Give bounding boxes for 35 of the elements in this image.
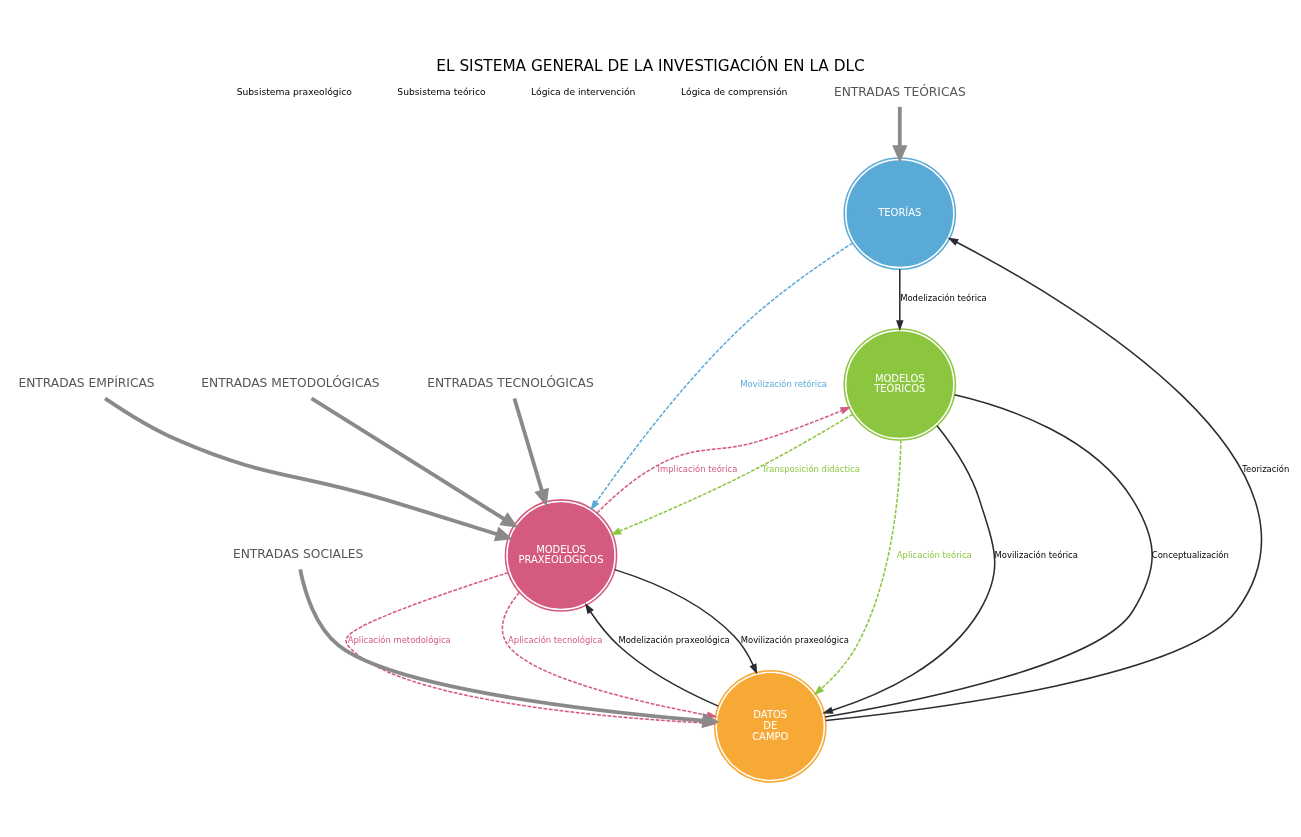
arrow (590, 241, 854, 511)
edge-label: Teorización (1242, 463, 1290, 474)
node-text: ENTRADAS EMPÍRICAS (18, 375, 155, 390)
node-text: ENTRADAS METODOLÓGICAS (201, 375, 380, 390)
arrow (584, 602, 720, 707)
edge-label: Implicación teórica (657, 463, 738, 474)
edge-label: Movilización retórica (740, 378, 828, 389)
node-text: ENTRADAS TECNOLÓGICAS (427, 375, 594, 390)
arrow (103, 396, 513, 541)
edge-label: Movilización teórica (994, 549, 1078, 560)
arrow (892, 106, 908, 163)
node-text: ENTRADAS TEÓRICAS (833, 84, 966, 99)
arrow (610, 412, 854, 535)
label: Subsistema praxeológico (236, 85, 352, 97)
label: Lógica de comprensión (681, 85, 788, 97)
arrow (310, 396, 519, 528)
diagram-title: EL SISTEMA GENERAL DE LA INVESTIGACIÓN EN LA DLC (436, 56, 865, 75)
edge-label: Transposición didáctica (761, 463, 860, 474)
edge-label: Aplicación teórica (896, 549, 972, 560)
arrow (813, 438, 902, 695)
label: Lógica de intervención (531, 85, 636, 97)
arrow (824, 237, 1263, 721)
arrow (512, 397, 549, 507)
node-text: ENTRADAS SOCIALES (232, 546, 364, 561)
edge-label: Aplicación metodológica (347, 634, 451, 645)
label: Subsistema teórico (397, 85, 486, 97)
edge-label: Modelización praxeológica (618, 634, 730, 645)
arrow (614, 568, 758, 674)
edge-label: Movilización praxeológica (740, 634, 849, 645)
arrow (822, 424, 996, 714)
edge-label: Aplicación tecnológica (508, 634, 603, 645)
arrow (596, 406, 852, 514)
arrow (896, 268, 904, 331)
edge-label: Modelización teórica (900, 292, 987, 303)
connector (824, 393, 1153, 718)
